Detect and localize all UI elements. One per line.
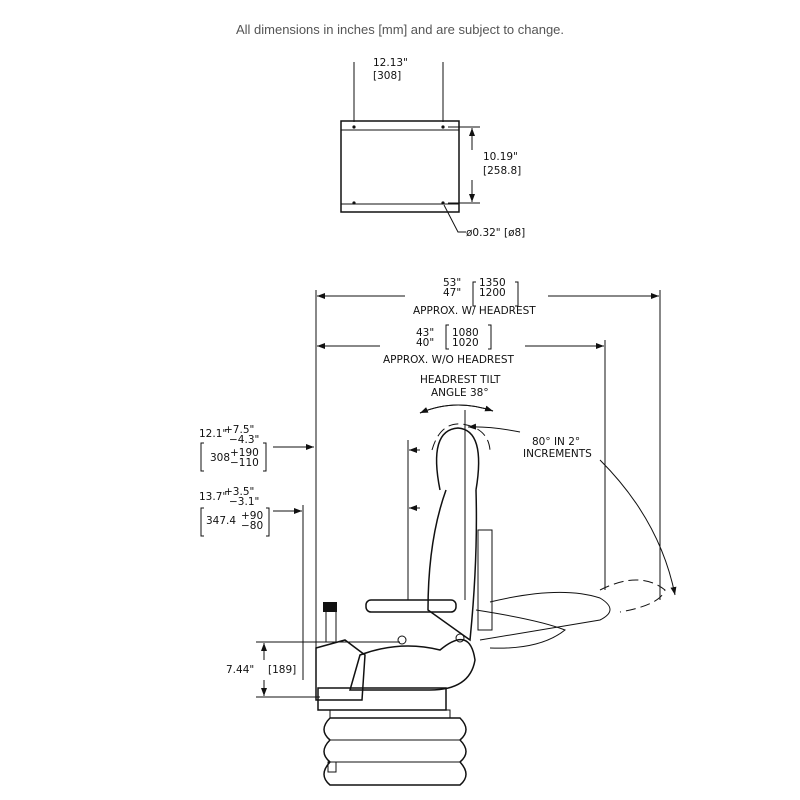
recline-line1: 80° IN 2° <box>532 436 580 448</box>
backrest-height-plus-mm: +190 <box>230 447 259 459</box>
recline-line2: INCREMENTS <box>523 448 592 460</box>
overall-without-headrest-in-max: 43" <box>416 327 434 339</box>
backrest-height-plus-in: +7.5" <box>224 424 254 436</box>
backrest-height-in: 12.1" <box>199 428 227 440</box>
overall-without-headrest-mm-max: 1080 <box>452 327 479 339</box>
overall-with-headrest-label: APPROX. W/ HEADREST <box>413 305 536 317</box>
armrest-height-minus-in: −3.1" <box>229 496 259 508</box>
plate-depth-mm: [258.8] <box>483 165 521 177</box>
headrest-tilt-line2: ANGLE 38° <box>431 387 489 399</box>
overall-dimension-lines <box>315 281 661 690</box>
overall-without-headrest-label: APPROX. W/O HEADREST <box>383 354 515 366</box>
backrest-height-mm: 308 <box>210 452 230 464</box>
base-height-in: 7.44" <box>226 664 254 676</box>
armrest-height-plus-in: +3.5" <box>224 486 254 498</box>
plate-depth-in: 10.19" <box>483 151 518 163</box>
overall-with-headrest-mm-max: 1350 <box>479 277 506 289</box>
overall-with-headrest-mm-min: 1200 <box>479 287 506 299</box>
overall-with-headrest-in-max: 53" <box>443 277 461 289</box>
armrest-height-plus-mm: +90 <box>241 510 263 522</box>
armrest-height-mm: 347.4 <box>206 515 236 527</box>
plate-width-in: 12.13" <box>373 57 408 69</box>
backrest-height-minus-mm: −110 <box>230 457 259 469</box>
headrest-tilt-line1: HEADREST TILT <box>420 374 501 386</box>
armrest-height-in: 13.7" <box>199 491 227 503</box>
base-height-mm: [189] <box>268 664 296 676</box>
overall-without-headrest-mm-min: 1020 <box>452 337 479 349</box>
backrest-height-minus-in: −4.3" <box>229 434 259 446</box>
seat-side-view <box>315 404 677 786</box>
overall-without-headrest-in-min: 40" <box>416 337 434 349</box>
top-view-mounting-plate <box>340 62 480 233</box>
overall-with-headrest-in-min: 47" <box>443 287 461 299</box>
plate-width-mm: [308] <box>373 70 401 82</box>
dimensions-caption: All dimensions in inches [mm] and are su… <box>235 22 565 37</box>
armrest-height-minus-mm: −80 <box>241 520 263 532</box>
hole-diameter: ø0.32" [ø8] <box>466 227 525 239</box>
